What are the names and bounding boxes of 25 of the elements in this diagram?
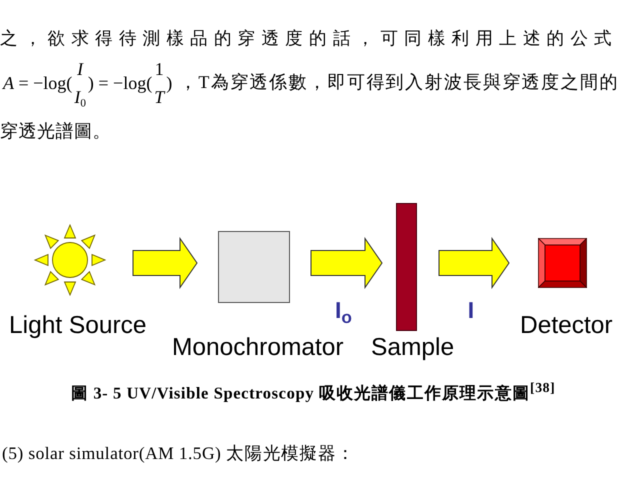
formula-text: ) — [166, 73, 174, 95]
component-label: Detector — [520, 313, 613, 340]
formula-text: A = −log( — [2, 73, 74, 95]
sun-icon — [34, 224, 106, 296]
paragraph-text: ，T為穿透係數，即可得到入射波長與穿透度之間的 — [179, 72, 619, 93]
paragraph-text: 之，欲求得待測樣品的穿透度的話，可同樣利用上述的公式 — [0, 28, 618, 48]
formula-text: ) = −log( — [86, 73, 154, 95]
paragraph-text: 穿透光譜圖。 — [0, 121, 111, 142]
sample-bar — [396, 203, 417, 331]
section-heading: (5) solar simulator(AM 1.5G) 太陽光模擬器： — [2, 443, 355, 464]
fraction-denominator: I$_{0}$ — [73, 87, 87, 109]
block-arrow — [438, 236, 510, 290]
edge-label: I$_{o}$ — [335, 298, 352, 322]
component-label: Sample — [371, 335, 454, 362]
edge-label: I — [468, 298, 474, 322]
block-arrow — [310, 236, 383, 290]
fraction-numerator: 1 — [154, 59, 165, 81]
fraction-numerator: I — [76, 59, 84, 81]
detector-box — [538, 238, 587, 288]
block-arrow — [132, 236, 198, 290]
component-label: Light Source — [9, 313, 147, 340]
component-label: Monochromator — [172, 335, 344, 362]
fraction-denominator: T — [153, 87, 166, 109]
figure-caption: 圖 3- 5 UV/Visible Spectroscopy 吸收光譜儀工作原理示意圖$^{[38]}$ — [71, 380, 556, 404]
monochromator-box — [218, 231, 290, 303]
